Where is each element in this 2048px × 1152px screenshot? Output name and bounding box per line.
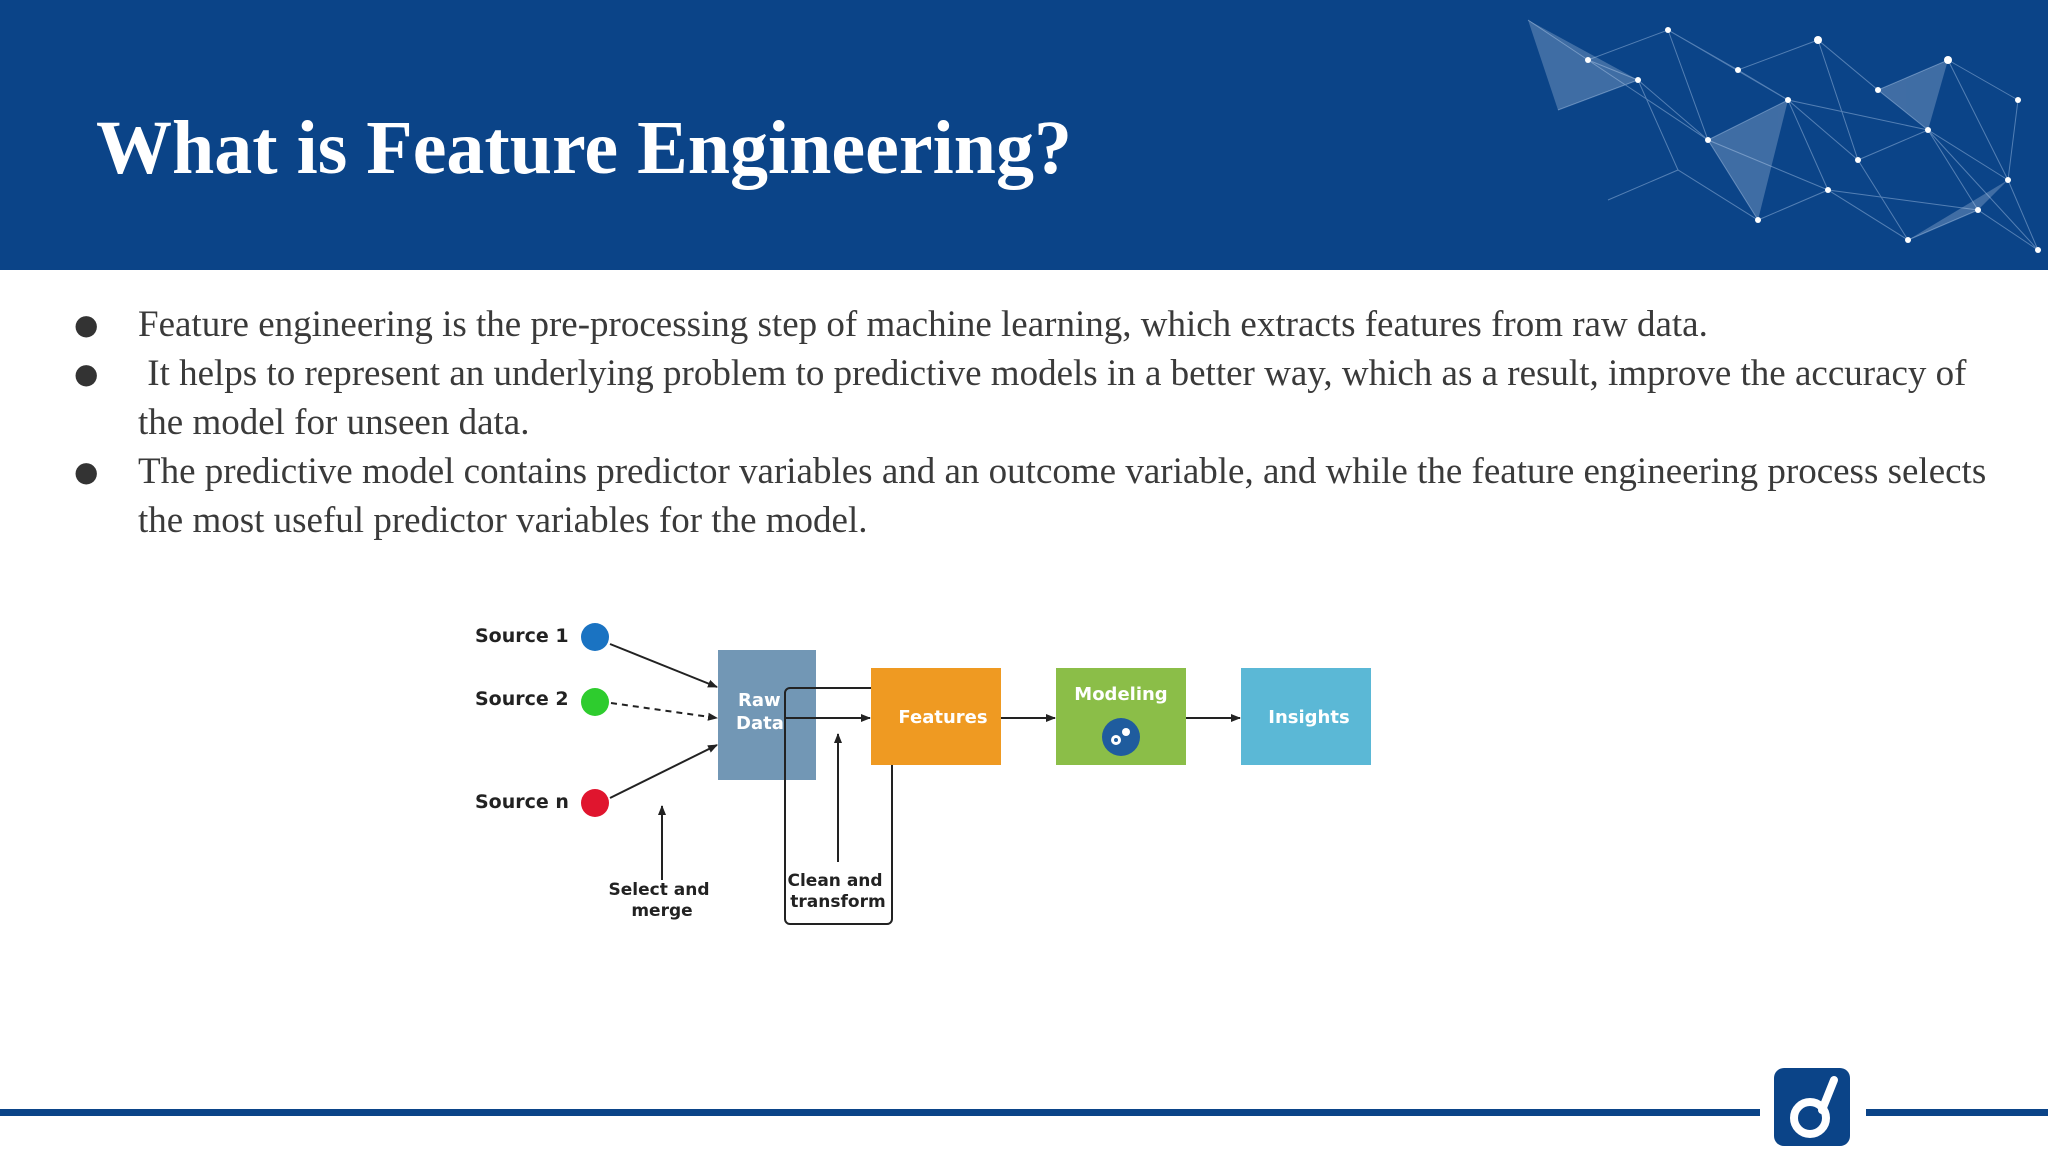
- bullet-dot-icon: ●: [74, 308, 99, 341]
- clean-transform-line-2: transform: [790, 892, 885, 912]
- svg-text:Select and merge: Select and merge: [609, 880, 716, 921]
- select-merge-line-2: merge: [631, 901, 692, 921]
- bullet-text: The predictive model contains predictor …: [138, 451, 1987, 541]
- source-n-label: Source n: [475, 791, 569, 813]
- bullet-item: ● Feature engineering is the pre-process…: [70, 300, 2020, 349]
- bullet-list: ● Feature engineering is the pre-process…: [70, 300, 2020, 545]
- source-2-arrow: [610, 702, 718, 721]
- brand-logo-icon: [1774, 1068, 1850, 1146]
- source-n-arrow: [609, 744, 718, 799]
- insights-box: [1241, 668, 1371, 765]
- bullet-item: ● It helps to represent an underlying pr…: [70, 349, 2020, 447]
- insights-label: Insights: [1268, 707, 1349, 728]
- raw-data-label-line-1: Raw: [738, 690, 781, 711]
- bullet-dot-icon: ●: [74, 357, 99, 390]
- raw-data-box: [718, 650, 816, 780]
- svg-text:Clean and transform: Clean and transform: [788, 871, 889, 912]
- slide-title: What is Feature Engineering?: [96, 106, 1073, 190]
- svg-text:Raw Data: Raw Data: [736, 690, 787, 734]
- select-merge-line-1: Select and: [609, 880, 710, 900]
- clean-transform-line-1: Clean and: [788, 871, 883, 891]
- clean-transform-bracket: [784, 687, 893, 925]
- bullet-text: Feature engineering is the pre-processin…: [138, 304, 1708, 345]
- source-1-label: Source 1: [475, 625, 569, 647]
- source-1-node: [581, 623, 609, 651]
- source-2-label: Source 2: [475, 688, 569, 710]
- footer-line: [0, 1109, 1760, 1116]
- modeling-label: Modeling: [1074, 684, 1167, 705]
- bullet-text: It helps to represent an underlying prob…: [138, 353, 1976, 443]
- source-n-node: [581, 789, 609, 817]
- features-box: [871, 668, 1001, 765]
- source-2-node: [581, 688, 609, 716]
- slide-header: What is Feature Engineering?: [0, 0, 2048, 270]
- bullet-item: ● The predictive model contains predicto…: [70, 447, 2020, 545]
- raw-data-label-line-2: Data: [736, 713, 784, 734]
- footer-line: [1866, 1109, 2048, 1116]
- source-1-arrow: [609, 643, 718, 688]
- gears-icon: [1102, 718, 1140, 756]
- feature-engineering-diagram: Source 1 Source 2 Source n Select and me…: [475, 623, 1371, 925]
- network-pattern-graphic: [1527, 19, 2041, 253]
- bullet-dot-icon: ●: [74, 455, 99, 488]
- features-label: Features: [898, 707, 987, 728]
